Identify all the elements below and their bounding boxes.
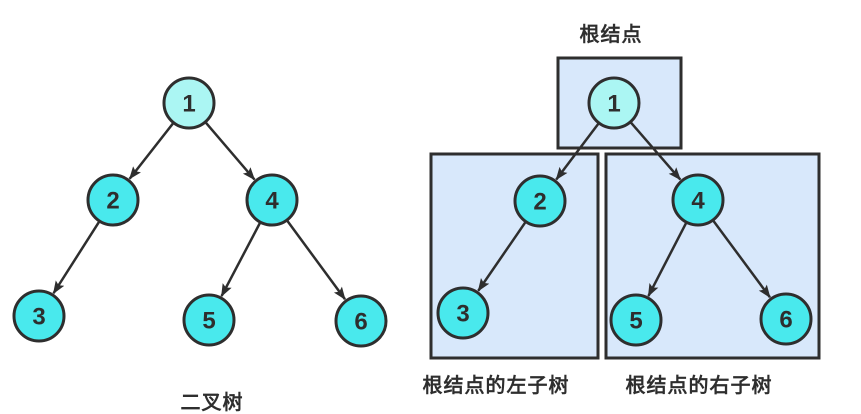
tree-node-4: 4: [245, 173, 299, 227]
tree-edge-1-4: [204, 121, 256, 181]
tree-node-5: 5: [182, 293, 236, 347]
binary-tree-caption: 二叉树: [180, 392, 244, 414]
tree-node-3: 3: [12, 289, 66, 343]
tree-edge-2-3: [52, 220, 101, 295]
decomp-node-3: 3: [436, 286, 490, 340]
decomp-edge-4-6: [711, 219, 771, 299]
tree-edge-4-6: [285, 219, 347, 301]
tree-node-value: 3: [32, 304, 45, 331]
decomp-edge-1-2: [555, 122, 600, 181]
right-subtree-label: 根结点的右子树: [625, 375, 773, 397]
decomp-node-4: 4: [671, 173, 725, 227]
decomp-node-5: 5: [609, 293, 663, 347]
decomp-edge-1-4: [629, 121, 682, 181]
decomp-edge-4-5: [647, 221, 688, 297]
tree-edge-4-5: [220, 221, 262, 297]
decomp-node-value: 1: [607, 91, 620, 118]
decomp-edge-2-3: [477, 220, 527, 292]
tree-node-6: 6: [334, 294, 388, 348]
decomp-node-value: 4: [691, 188, 705, 215]
decomp-node-value: 2: [533, 189, 546, 216]
tree-node-value: 5: [202, 308, 215, 335]
decomp-node-6: 6: [759, 292, 813, 346]
tree-node-value: 2: [106, 188, 119, 215]
tree-edge-1-2: [128, 121, 175, 180]
decomp-node-1: 1: [587, 76, 641, 130]
tree-node-1: 1: [162, 76, 216, 130]
tree-node-value: 4: [265, 188, 279, 215]
root-node-label: 根结点: [579, 24, 643, 46]
decomp-node-value: 5: [629, 308, 642, 335]
decomp-node-value: 6: [779, 307, 792, 334]
tree-node-value: 1: [182, 91, 195, 118]
left-subtree-label: 根结点的左子树: [422, 375, 570, 397]
tree-node-2: 2: [86, 173, 140, 227]
tree-node-value: 6: [354, 309, 367, 336]
decomp-node-value: 3: [456, 301, 469, 328]
decomp-node-2: 2: [513, 174, 567, 228]
